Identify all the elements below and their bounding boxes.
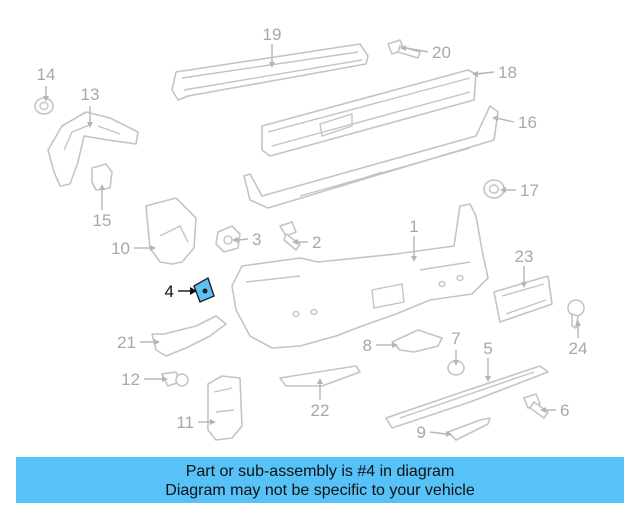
callout-labels: 19 20 18 16 17 14 13 15 10 3 2 1 23 24 2… bbox=[37, 25, 588, 442]
part-17-nut bbox=[483, 179, 505, 199]
callout-8: 8 bbox=[363, 336, 372, 355]
part-9-trim-piece bbox=[447, 417, 491, 441]
part-5-trim bbox=[385, 365, 549, 429]
part-13-side-bracket bbox=[47, 111, 139, 187]
part-14-nut bbox=[34, 97, 54, 115]
leader-arrowheads bbox=[43, 45, 581, 437]
part-15-clip bbox=[91, 163, 113, 191]
part-21-lower-bracket bbox=[151, 315, 227, 357]
callout-6: 6 bbox=[560, 401, 569, 420]
part-6-bolt bbox=[523, 393, 549, 419]
callout-13: 13 bbox=[81, 85, 100, 104]
callout-20: 20 bbox=[432, 43, 451, 62]
callout-4-highlighted: 4 bbox=[165, 282, 174, 301]
banner-line-1: Part or sub-assembly is #4 in diagram bbox=[185, 463, 455, 480]
callout-3: 3 bbox=[252, 230, 261, 249]
banner-line-2: Diagram may not be specific to your vehi… bbox=[165, 482, 475, 499]
part-16-support bbox=[243, 105, 499, 209]
part-10-mud-flap bbox=[145, 197, 197, 265]
callout-18: 18 bbox=[498, 63, 517, 82]
part-22-reflector bbox=[279, 365, 361, 387]
part-23-license-bracket bbox=[493, 275, 553, 323]
callout-12: 12 bbox=[121, 370, 140, 389]
part-19-impact-bar bbox=[171, 43, 369, 101]
callout-15: 15 bbox=[93, 211, 112, 230]
callout-24: 24 bbox=[569, 339, 588, 358]
callout-10: 10 bbox=[111, 239, 130, 258]
callout-17: 17 bbox=[520, 181, 539, 200]
callout-1: 1 bbox=[409, 217, 418, 236]
part-3-bracket bbox=[215, 225, 241, 253]
callout-19: 19 bbox=[263, 25, 282, 44]
callout-11: 11 bbox=[176, 413, 194, 432]
callout-7: 7 bbox=[451, 329, 460, 348]
callout-22: 22 bbox=[311, 401, 330, 420]
part-18-energy-absorber bbox=[261, 69, 477, 157]
callout-2: 2 bbox=[312, 233, 321, 252]
callout-9: 9 bbox=[417, 423, 426, 442]
part-4-bracket-highlighted bbox=[193, 276, 215, 303]
callout-14: 14 bbox=[37, 65, 56, 84]
callout-21: 21 bbox=[117, 333, 136, 352]
part-1-bumper-cover bbox=[231, 203, 489, 349]
part-12-bolt bbox=[161, 371, 189, 387]
callout-23: 23 bbox=[515, 247, 534, 266]
callout-5: 5 bbox=[483, 339, 492, 358]
callout-16: 16 bbox=[518, 113, 537, 132]
part-2-bolt bbox=[279, 221, 301, 251]
info-banner: Part or sub-assembly is #4 in diagram Di… bbox=[16, 457, 624, 503]
leader-lines bbox=[45, 44, 579, 435]
part-8-bracket bbox=[391, 329, 443, 353]
part-11-bracket bbox=[207, 375, 243, 441]
part-24-sensor bbox=[567, 299, 585, 329]
